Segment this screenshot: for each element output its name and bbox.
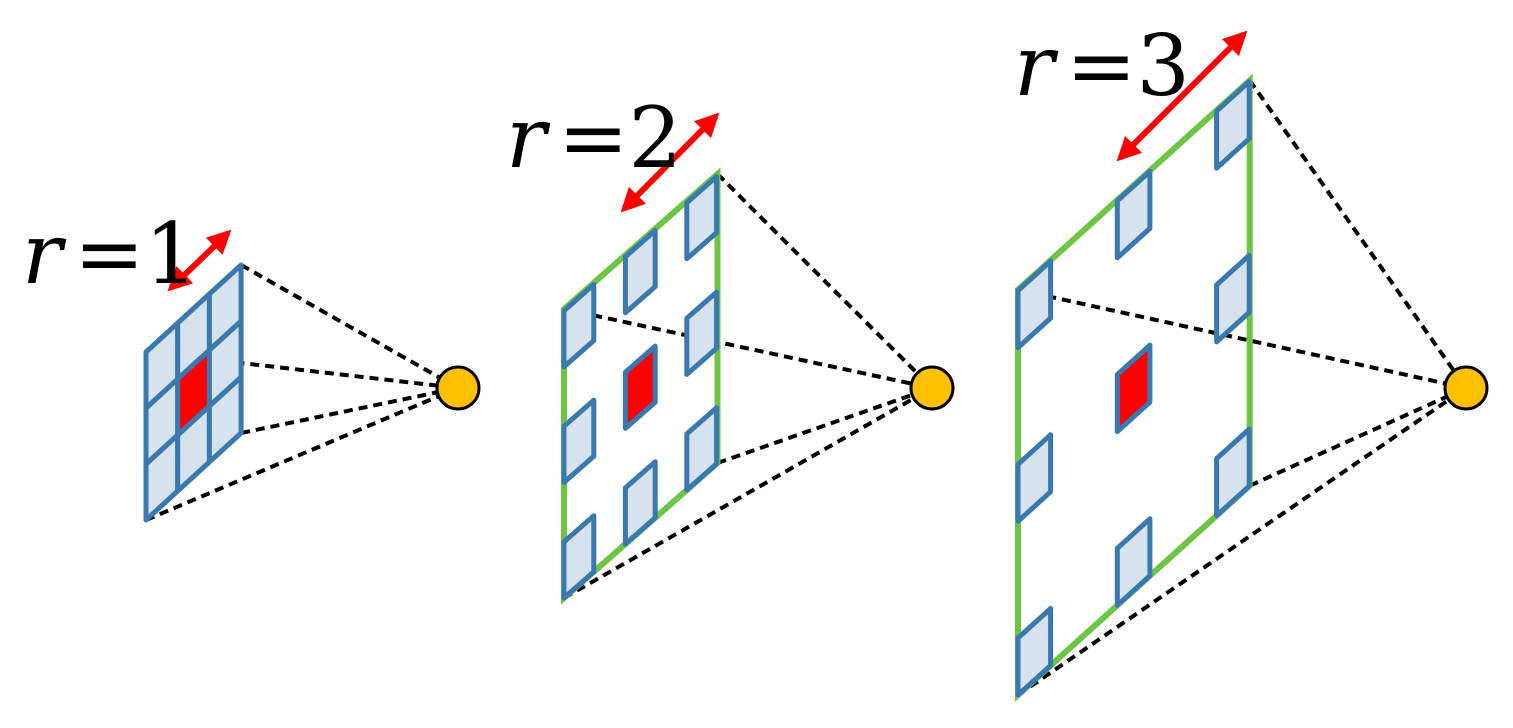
kernel-cell (206, 262, 244, 353)
dilation-rate-equals: = (558, 89, 629, 187)
panel-r1 (143, 229, 481, 523)
dilation-arrow (167, 229, 232, 292)
kernel-cell (1114, 516, 1153, 608)
panel-r3 (1015, 30, 1489, 702)
kernel-cell (561, 513, 597, 601)
projection-line (716, 386, 933, 465)
center-cell (622, 343, 658, 431)
projection-line (145, 386, 459, 522)
kernel-cell (622, 228, 658, 316)
kernel-cell (684, 174, 720, 262)
dilation-rate-label-r1: r=1 (22, 212, 198, 296)
projection-line (240, 263, 459, 390)
kernel-cell (1015, 432, 1054, 524)
dilation-rate-value: 3 (1136, 17, 1190, 115)
kernel-cell (561, 397, 597, 485)
output-node (435, 365, 481, 411)
kernel-cell (684, 289, 720, 377)
projection-line (716, 172, 934, 390)
kernel-cell (1214, 426, 1252, 519)
projection-line (563, 386, 933, 600)
dilation-rate-equals: = (1066, 17, 1137, 115)
projection-line (1016, 386, 1468, 697)
dilation-rate-variable: r (1014, 17, 1055, 115)
projection-line (1017, 287, 1467, 390)
center-cell (1114, 342, 1153, 435)
dilation-rate-value: 1 (144, 205, 198, 303)
projection-line (1248, 79, 1468, 390)
dilation-rate-label-r2: r=2 (506, 96, 682, 180)
dilation-arrow (620, 112, 720, 213)
dilation-rate-value: 2 (628, 89, 682, 187)
dilation-arrow (1116, 30, 1248, 162)
kernel-cell (1114, 168, 1153, 261)
output-node (1443, 365, 1489, 411)
dilation-rate-variable: r (22, 205, 63, 303)
kernel-cell (1214, 79, 1252, 171)
dilation-rate-label-r3: r=3 (1014, 24, 1190, 108)
dilation-rate-equals: = (74, 205, 145, 303)
kernel-cell (1015, 606, 1054, 698)
kernel-cell (561, 282, 597, 370)
kernel-cell (684, 405, 720, 493)
projection-line (563, 307, 933, 390)
kernel-cell (1015, 258, 1054, 351)
panel-r2 (561, 112, 955, 605)
output-node (909, 365, 955, 411)
projection-line (1248, 386, 1467, 488)
kernel-cell (622, 459, 658, 547)
projection-line (240, 386, 459, 435)
dilation-rate-variable: r (506, 89, 547, 187)
kernel-cell (1214, 252, 1252, 345)
